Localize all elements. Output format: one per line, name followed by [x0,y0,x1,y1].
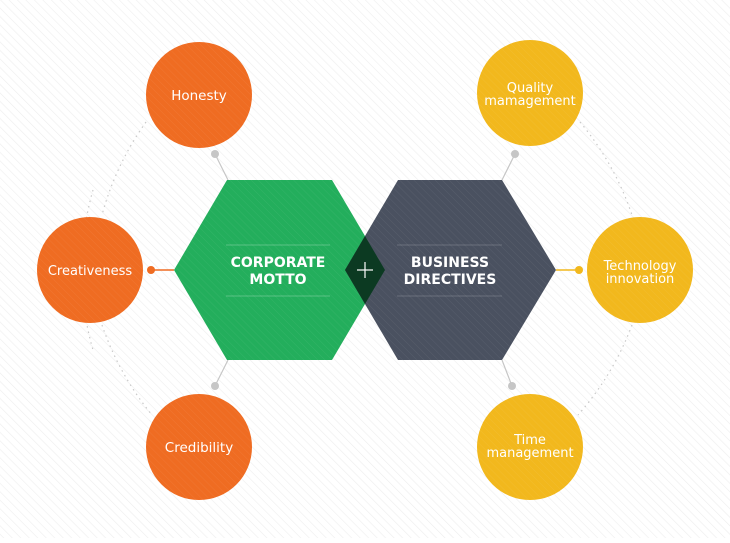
connector-honesty [214,153,229,181]
business-directives-title-line2: DIRECTIVES [404,272,497,288]
connector-quality [501,153,516,181]
directive-item-time: Time management [477,394,583,500]
motto-item-honesty: Honesty [146,42,252,148]
motto-item-creativeness: Creativeness [37,217,143,323]
directive-item-line2: mamagement [484,94,576,109]
motto-item-label: Creativeness [48,264,133,279]
plus-icon [357,262,373,278]
connector-dot-credibility [211,382,219,390]
connector-dot-honesty [211,150,219,158]
connector-dot-time [508,382,516,390]
motto-item-label: Credibility [165,440,233,456]
connector-dot-technology [575,266,583,274]
hexagon-texture-right [345,180,556,360]
directive-item-line1: Time [513,433,546,448]
directive-item-line2: innovation [606,272,675,287]
directive-item-quality: Quality mamagement [477,40,583,146]
directive-item-line1: Quality [507,81,554,96]
left-dotted-arc-middle [81,189,94,351]
hexagon-texture-left [174,180,385,360]
left-dotted-arc-upper [101,121,147,216]
motto-item-credibility: Credibility [146,394,252,500]
motto-item-label: Honesty [171,88,227,104]
connector-time [501,359,513,387]
directive-item-line2: management [486,446,573,461]
corporate-motto-title-line1: CORPORATE [231,255,326,271]
left-dotted-arc-lower [101,324,153,416]
business-directives-title-line1: BUSINESS [411,255,489,271]
connector-credibility [214,359,229,387]
directive-item-line1: Technology [603,259,677,274]
connector-dot-quality [511,150,519,158]
connector-dot-creativeness [147,266,155,274]
corporate-motto-title-line2: MOTTO [249,272,306,288]
directive-item-technology: Technology innovation [587,217,693,323]
